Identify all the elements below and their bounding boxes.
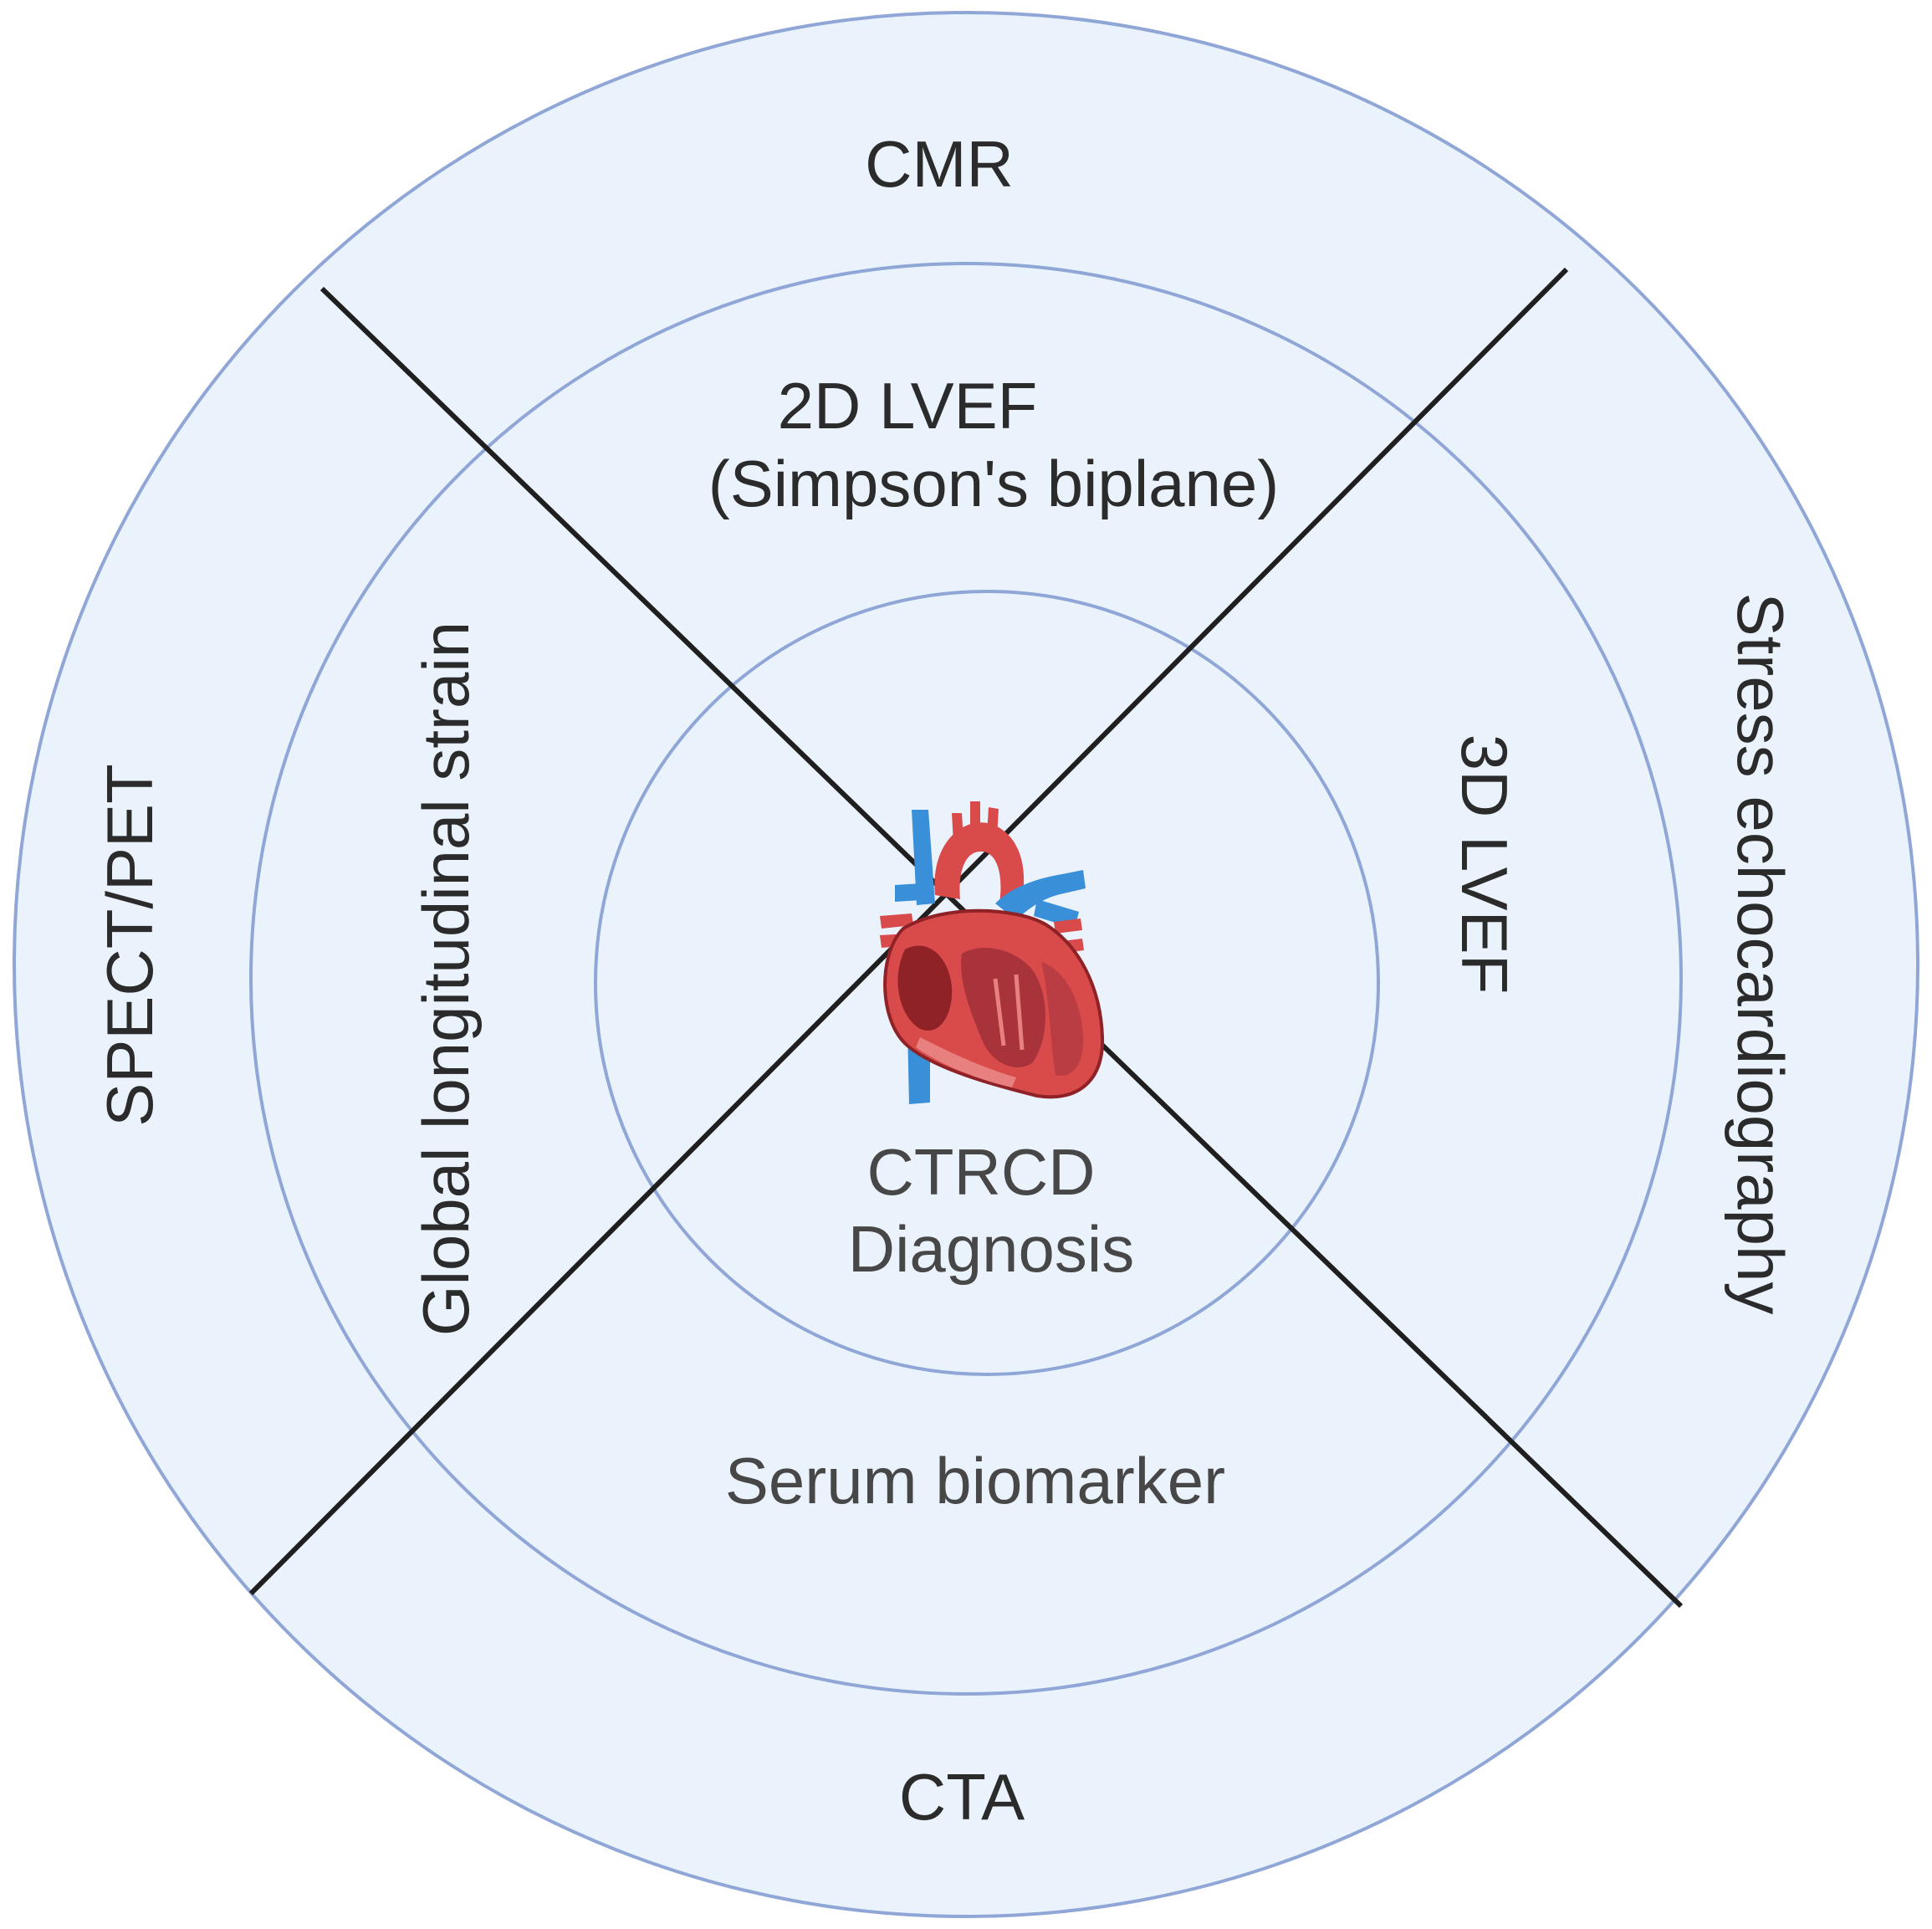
middle-bottom-label: Serum biomarker bbox=[725, 1444, 1225, 1517]
outer-left-label: SPECT/PET bbox=[93, 764, 166, 1126]
outer-top-label: CMR bbox=[865, 127, 1014, 201]
center-label-line1: CTRCD bbox=[867, 1135, 1096, 1209]
middle-left-label: Global longitudinal strain bbox=[409, 622, 483, 1336]
outer-right-label: Stress echocardiography bbox=[1724, 593, 1797, 1315]
middle-top-label-line1: 2D LVEF bbox=[778, 369, 1038, 443]
middle-right-label: 3D LVEF bbox=[1448, 734, 1521, 995]
center-label-line2: Diagnosis bbox=[848, 1212, 1135, 1286]
outer-bottom-label: CTA bbox=[899, 1760, 1025, 1834]
middle-top-label-line2: (Simpson's biplane) bbox=[708, 447, 1280, 520]
heart-anatomy-icon bbox=[880, 801, 1105, 1104]
